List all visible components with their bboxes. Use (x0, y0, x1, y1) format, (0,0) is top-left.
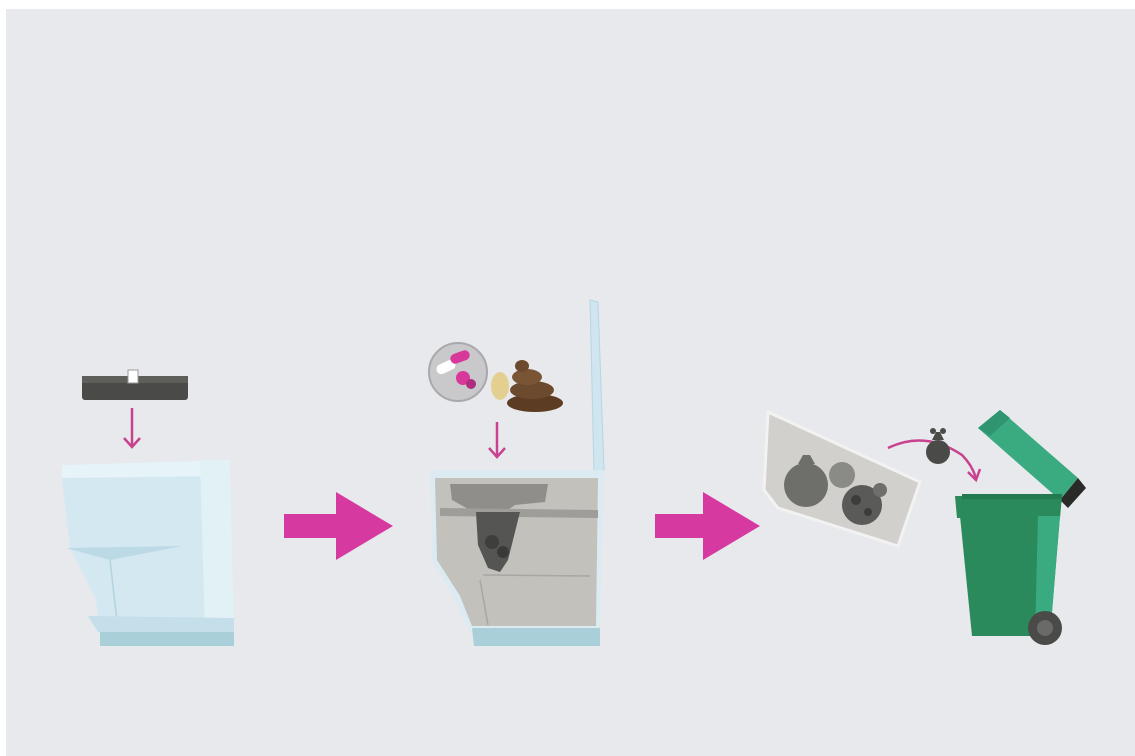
toilet-lid-open-icon (590, 300, 604, 472)
waste-icon (507, 360, 563, 412)
cartridge-icon (82, 370, 188, 400)
down-arrow-icon (124, 408, 140, 447)
step-3-dispose-bag (764, 410, 1086, 645)
trash-bag-icon (926, 428, 950, 464)
empty-toilet-icon (62, 460, 234, 646)
next-step-arrow-1 (284, 492, 393, 560)
wheelie-bin-icon (955, 410, 1086, 645)
cartridge-full-icon (764, 412, 920, 546)
step-2-use-toilet (429, 300, 604, 646)
step-1-insert-cartridge (62, 370, 234, 646)
next-step-arrow-2 (655, 492, 760, 560)
down-arrow-icon (489, 422, 505, 457)
toilet-with-bag-icon (430, 470, 604, 646)
pills-icon (429, 343, 509, 401)
